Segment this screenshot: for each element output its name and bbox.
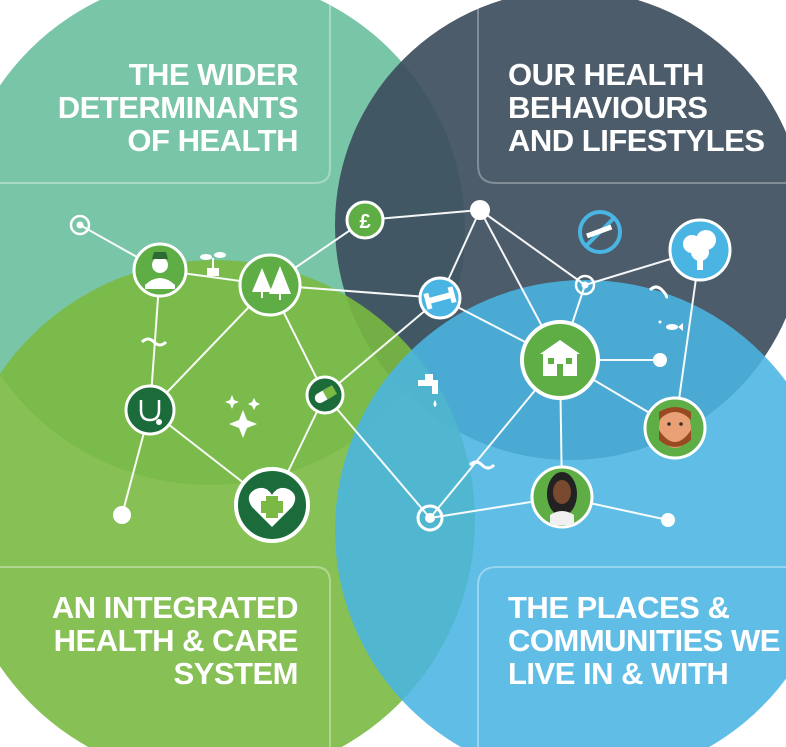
fish-icon [658, 320, 683, 331]
heart-care-icon [234, 467, 310, 543]
node-ring [416, 504, 444, 532]
label-line: THE PLACES & [508, 590, 729, 625]
label-line: OF HEALTH [127, 123, 298, 158]
label-line: AN INTEGRATED [52, 590, 298, 625]
pill-icon [305, 375, 345, 415]
house-icon [520, 320, 600, 400]
label-line: THE WIDER [129, 57, 299, 92]
label-line: COMMUNITIES WE [508, 623, 780, 658]
sparkles-icon [225, 395, 260, 438]
woman-icon [530, 465, 594, 529]
node-dot [661, 513, 675, 527]
node-ring [574, 274, 596, 296]
node-dot [653, 353, 667, 367]
label-line: SYSTEM [174, 656, 298, 691]
label-wider-determinants: THE WIDER DETERMINANTS OF HEALTH [58, 57, 299, 158]
squiggle [468, 460, 496, 470]
broccoli-icon [668, 218, 732, 282]
money-symbol: £ [359, 211, 370, 233]
label-line: BEHAVIOURS [508, 90, 707, 125]
squiggle [648, 285, 668, 300]
panel-frame-places [477, 566, 786, 747]
node-ring [69, 214, 91, 236]
label-line: DETERMINANTS [58, 90, 298, 125]
person-worker-icon [132, 242, 188, 298]
label-line: AND LIFESTYLES [508, 123, 765, 158]
label-integrated-care: AN INTEGRATED HEALTH & CARE SYSTEM [52, 590, 299, 691]
trees-icon [238, 253, 302, 317]
bearded-man-icon [643, 396, 707, 460]
node-dot [113, 506, 131, 524]
plant-icon [200, 252, 226, 276]
label-line: LIVE IN & WITH [508, 656, 728, 691]
label-line: HEALTH & CARE [54, 623, 298, 658]
label-line: OUR HEALTH [508, 57, 704, 92]
dumbbell-icon [418, 276, 462, 320]
panel-frame-behaviours [477, 0, 786, 184]
squiggle [140, 337, 168, 347]
panel-frame-integrated [0, 566, 331, 747]
stethoscope-icon [124, 384, 176, 436]
money-icon: £ [345, 200, 385, 240]
label-health-behaviours: OUR HEALTH BEHAVIOURS AND LIFESTYLES [508, 57, 765, 158]
label-places-communities: THE PLACES & COMMUNITIES WE LIVE IN & WI… [508, 590, 781, 691]
no-smoking-icon [578, 210, 622, 254]
panel-frame-wider [0, 0, 331, 184]
node-dot [470, 200, 490, 220]
tap-icon [418, 374, 438, 407]
